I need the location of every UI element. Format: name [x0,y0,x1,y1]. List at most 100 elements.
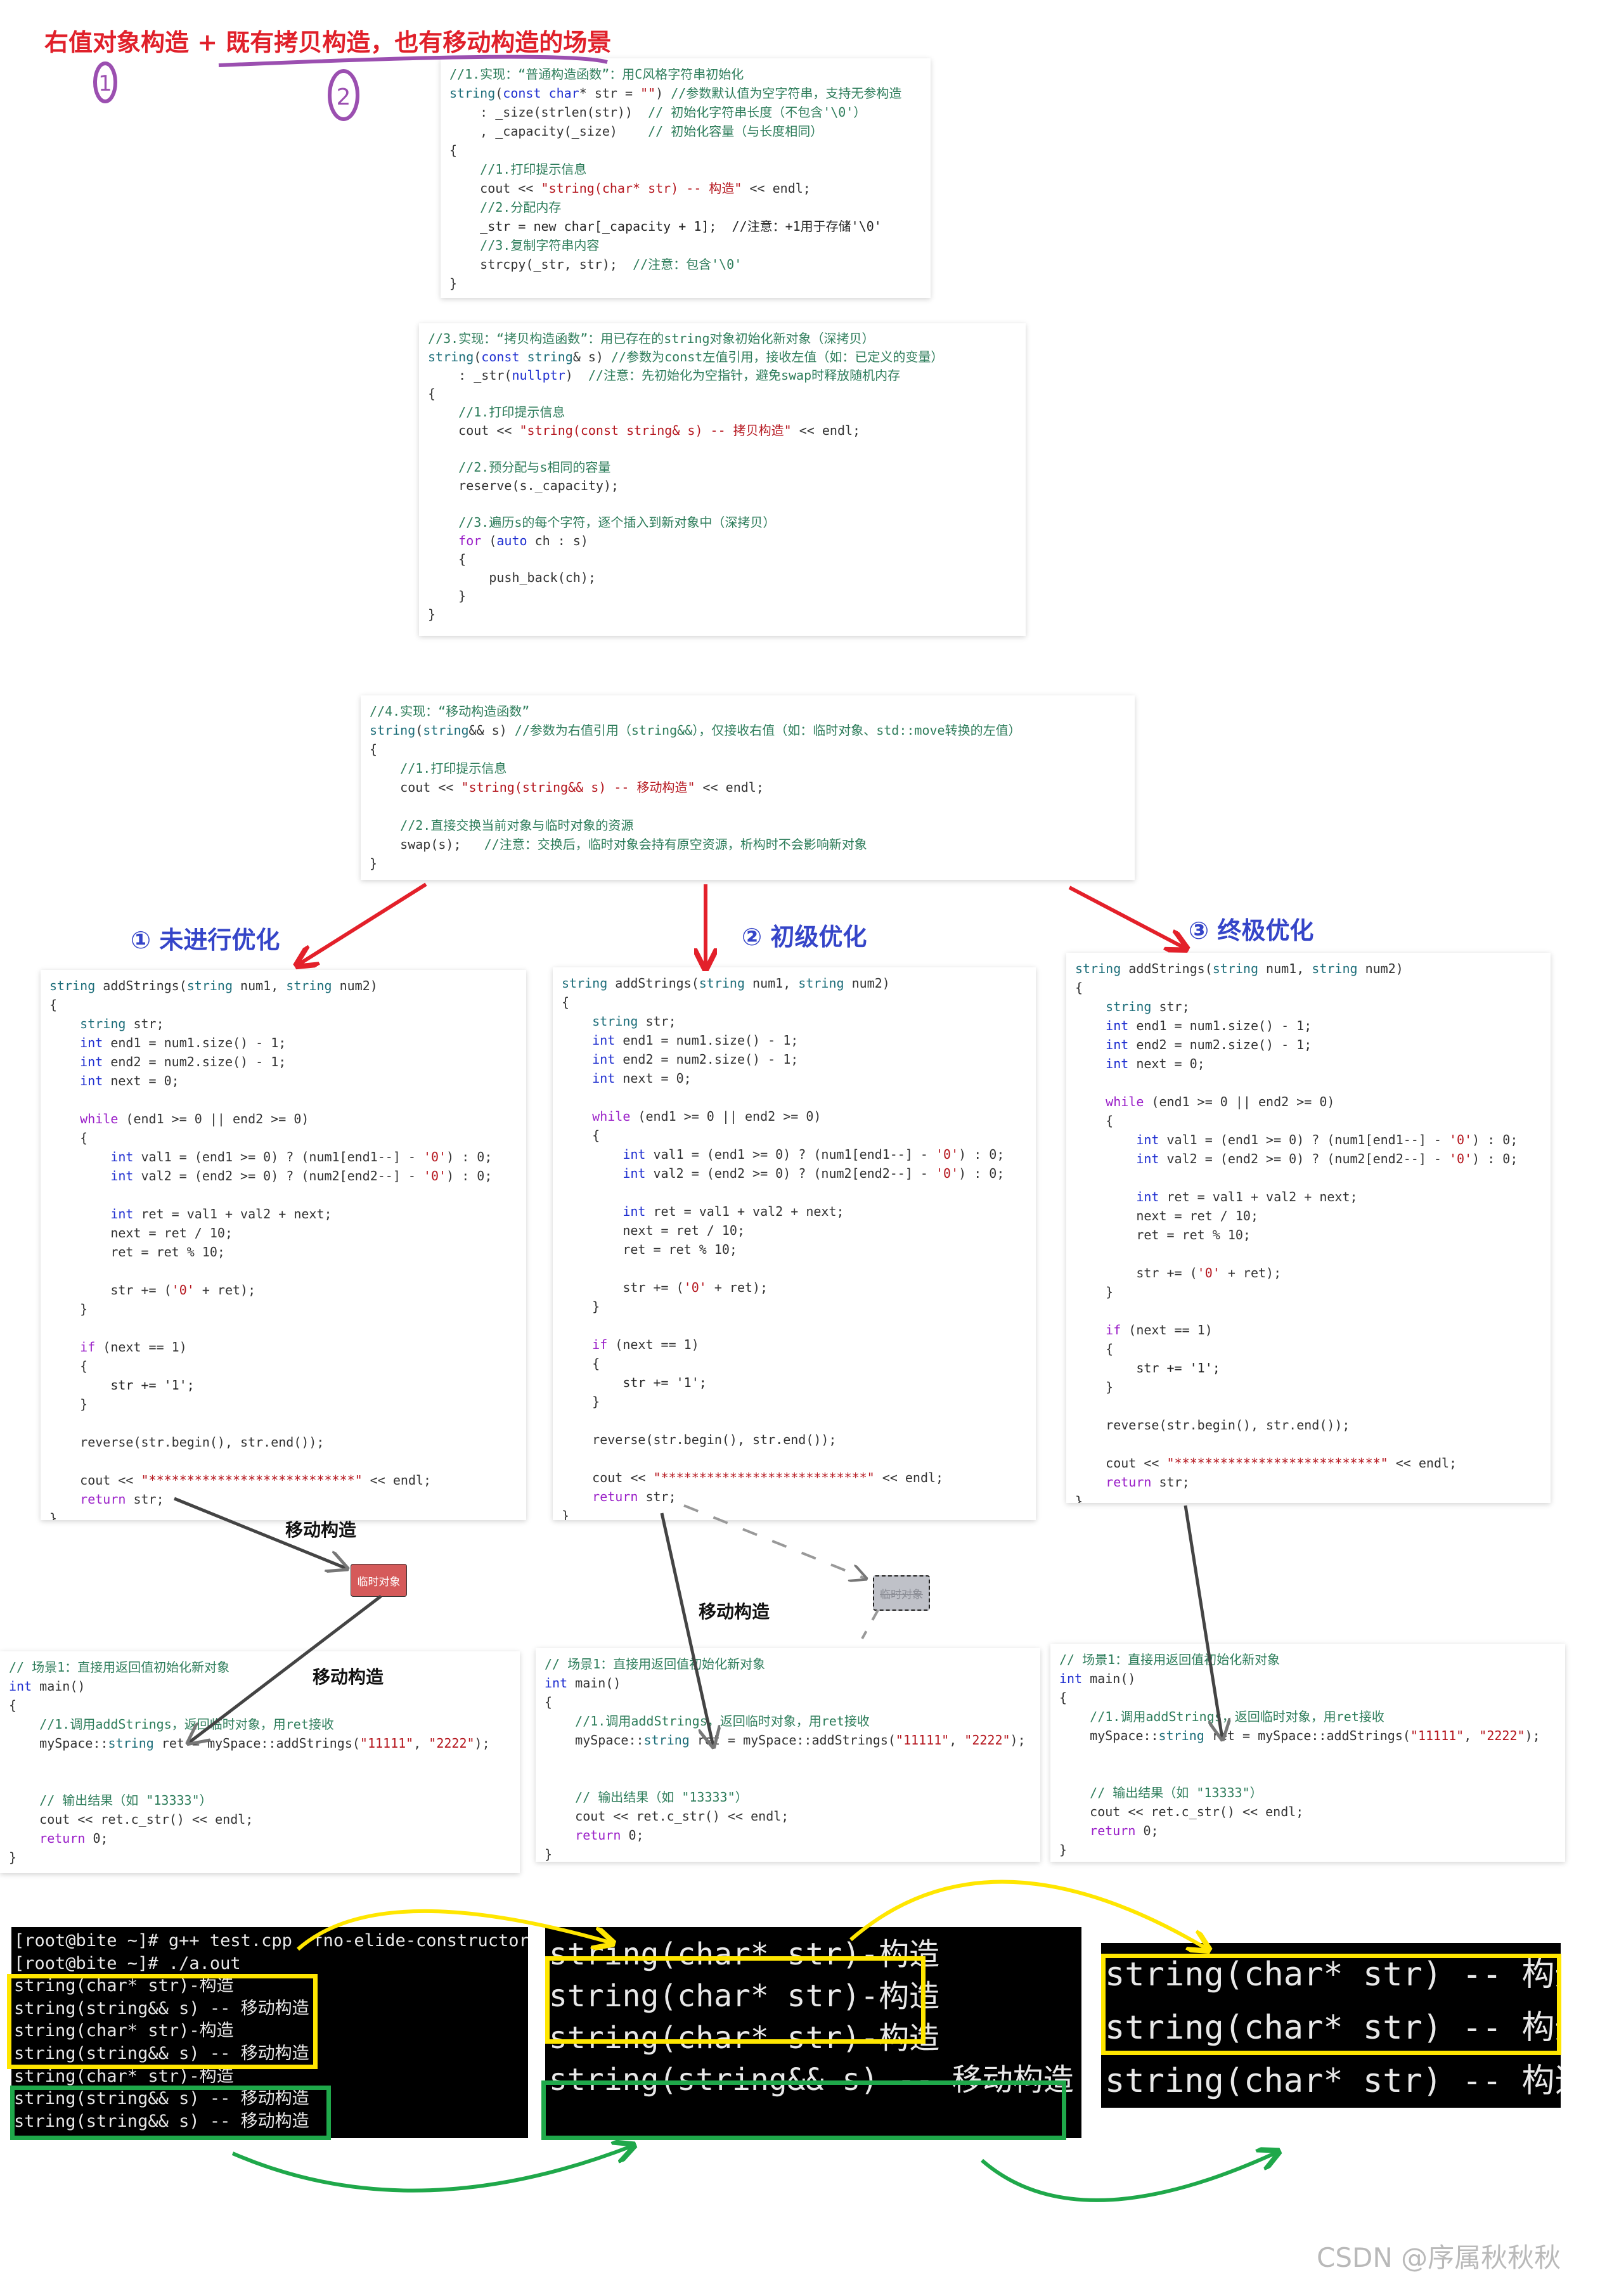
circle-2-text: 2 [337,84,351,110]
terminal-line: string(char* str)-构造 [14,2021,234,2041]
code-line: ret = ret % 10; [49,1244,225,1260]
code-line: return 0; [1090,1823,1159,1838]
code-line: } [1059,1842,1068,1857]
code-line: string str; [1106,999,1190,1014]
code-line [49,1185,517,1204]
green-highlight-box [541,2080,1066,2140]
move-construct-note: 移动构造 [313,1667,384,1687]
code-line: } [545,1847,553,1862]
code-line: int next = 0; [1106,1056,1205,1071]
code-line [1075,1244,1542,1263]
green-curve-arrow [981,2152,1277,2202]
code-line: str += '1'; [49,1377,195,1393]
code-line: { [49,997,58,1012]
code-line: return str; [80,1492,164,1507]
code-line: int main() [1059,1671,1136,1686]
code-line: if (next == 1) [80,1339,187,1355]
code-line: reserve(s._capacity); [428,478,619,493]
code-line [49,1414,517,1433]
code-line: int ret = val1 + val2 + next; [1136,1189,1358,1204]
code-line: reverse(str.begin(), str.end()); [49,1435,325,1450]
code-line: str += '1'; [562,1375,707,1390]
circle-2-mark: 2 [328,69,359,121]
code-line: string(const char* str = "") //参数默认值为空字符… [449,86,902,101]
code-line: int ret = val1 + val2 + next; [110,1206,332,1222]
code-line [1075,1435,1542,1454]
code-line: cout << ret.c_str() << endl; [9,1812,254,1827]
code-line: //2.直接交换当前对象与临时对象的资源 [400,818,634,833]
add-strings-code-panel: string addStrings(string num1, string nu… [1066,953,1551,1503]
watermark: CSDN @序属秋秋秋 [1317,2242,1561,2273]
move-construct-note: 移动构造 [699,1601,770,1622]
code-line [562,1259,1027,1278]
code-line: { [1059,1690,1068,1705]
code-line: int main() [545,1675,621,1691]
code-line: return str; [1106,1474,1190,1490]
code-line: } [449,276,458,291]
code-line [428,495,1017,513]
code-line: //1.调用addStrings，返回临时对象，用ret接收 [575,1713,870,1729]
code-line: // 场景1：直接用返回值初始化新对象 [9,1660,230,1675]
code-line: ret = ret % 10; [1075,1227,1251,1242]
terminal-line: string(char* str) -- 构造 [1105,2062,1561,2100]
code-line: { [1075,980,1083,995]
code-line: int val1 = (end1 >= 0) ? (num1[end1--] -… [110,1149,493,1164]
code-line: int val1 = (end1 >= 0) ? (num1[end1--] -… [1136,1132,1518,1147]
code-line [562,1411,1027,1430]
code-line [1075,1073,1542,1092]
code-line: { [49,1130,88,1145]
green-curve-arrow [231,2146,633,2193]
code-line [1075,1301,1542,1320]
code-line: //1.打印提示信息 [400,761,507,776]
terminal-line: string(string&& s) -- 移动构造 [549,2062,1074,2098]
code-line: } [1075,1284,1114,1300]
terminal-line: [root@bite ~]# g++ test.cpp -fno-elide-c… [14,1931,528,1951]
code-line: //3.复制字符串内容 [480,238,600,253]
code-line: } [9,1850,17,1865]
code-line: { [562,1128,600,1143]
code-line: int val2 = (end2 >= 0) ? (num2[end2--] -… [1136,1151,1518,1166]
red-arrow-to-panel-3 [1068,886,1185,948]
terminal-line: string(char* str)-构造 [14,2066,234,2086]
code-line: cout << "***************************" <<… [562,1470,944,1485]
code-line: cout << ret.c_str() << endl; [1059,1804,1304,1819]
code-line: //1.调用addStrings，返回临时对象，用ret接收 [1090,1709,1384,1724]
terminal-line: string(string&& s) -- 移动构造 [14,1998,309,2018]
code-line: { [370,742,378,757]
code-line: //3.实现：“拷贝构造函数”：用已存在的string对象初始化新对象（深拷贝） [428,331,875,346]
code-line: push_back(ch); [428,570,596,585]
code-line: return 0; [39,1831,108,1846]
code-line: } [49,1301,88,1317]
code-line: int end1 = num1.size() - 1; [592,1033,799,1048]
code-line: //2.分配内存 [480,200,562,215]
code-line: } [1075,1379,1114,1395]
code-line: swap(s); //注意：交换后，临时对象会持有原空资源，析构时不会影响新对象 [370,837,867,852]
code-line [562,1316,1027,1335]
red-arrow-to-panel-1 [298,882,427,965]
code-line: return 0; [575,1828,644,1843]
code-line: // 输出结果（如 "13333"） [39,1793,212,1808]
section-label-no-optimization: ① 未进行优化 [131,926,280,954]
code-line: { [545,1694,553,1710]
code-line: while (end1 >= 0 || end2 >= 0) [80,1111,309,1126]
code-line: str += '1'; [1075,1360,1220,1376]
code-line: str += ('0' + ret); [562,1280,768,1295]
code-line: int main() [9,1679,86,1694]
code-line: // 场景1：直接用返回值初始化新对象 [545,1656,766,1672]
code-line: , _capacity(_size) // 初始化容量（与长度相同） [449,124,823,139]
code-line: mySpace::string ret = mySpace::addString… [545,1732,1026,1748]
code-line: string addStrings(string num1, string nu… [1075,961,1403,976]
section-label-basic-optimization: ② 初级优化 [742,923,867,951]
code-line: int val1 = (end1 >= 0) ? (num1[end1--] -… [623,1147,1005,1162]
code-line: : _str(nullptr) //注意：先初始化为空指针，避免swap时释放随… [428,368,901,383]
code-line [1059,1764,1556,1783]
section-label-ultimate-optimization: ③ 终极优化 [1189,917,1314,945]
code-line: { [562,995,570,1010]
elided-arrow-from-temp [861,1609,879,1639]
code-line: { [49,1358,88,1374]
main-code-panel: // 场景1：直接用返回值初始化新对象 int main() { //1.调用add… [536,1648,1040,1862]
terminal-line: string(char* str)-构造 [14,1976,234,1996]
circle-1-text: 1 [98,71,112,96]
